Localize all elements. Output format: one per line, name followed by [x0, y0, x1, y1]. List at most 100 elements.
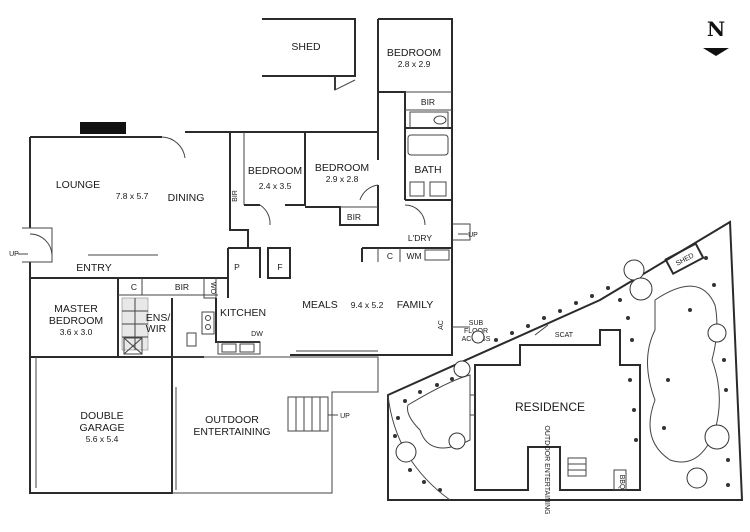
- fireplace: [80, 122, 126, 134]
- shrub: [634, 438, 638, 442]
- shrub: [393, 434, 397, 438]
- shrub: [438, 488, 442, 492]
- up-left-label: UP: [9, 251, 19, 258]
- fridge-box: [267, 247, 291, 279]
- tile-grid: [122, 298, 148, 350]
- shrub: [632, 408, 636, 412]
- tree-icon: [448, 432, 466, 450]
- shrub: [590, 294, 594, 298]
- residence-outline: [474, 329, 641, 491]
- shed-outline: [262, 18, 356, 90]
- bir-ne-label: BIR: [421, 97, 435, 107]
- outdoor-label-1: OUTDOOR: [205, 414, 259, 426]
- outdoor-outline: [172, 356, 379, 494]
- bbq-box: [613, 469, 627, 491]
- dw-label: DW: [251, 331, 263, 338]
- tree-icon: [707, 323, 727, 343]
- burner-icon-1: [205, 315, 211, 321]
- lounge-label: LOUNGE: [56, 179, 100, 191]
- c-wm-dividers: [377, 248, 401, 262]
- garden-bed-west: [407, 374, 471, 449]
- ens-east-wall: [171, 298, 204, 358]
- shrub: [606, 286, 610, 290]
- scat-label: SCAT: [555, 332, 574, 339]
- site-shed-label: SHED: [675, 252, 695, 267]
- wo-label: WO: [209, 282, 216, 295]
- bedroom-mid-size: 2.4 x 3.5: [259, 181, 292, 191]
- outdoor-label-2: ENTERTAINING: [193, 426, 270, 438]
- master-size: 3.6 x 3.0: [60, 327, 93, 337]
- shower-icon: [429, 181, 447, 197]
- site-steps: [567, 457, 587, 477]
- lounge-size: 7.8 x 5.7: [116, 191, 149, 201]
- shrub: [618, 298, 622, 302]
- shrub: [435, 383, 439, 387]
- kitchen-label: KITCHEN: [220, 307, 266, 319]
- north-arrow: N: [703, 17, 729, 56]
- bbq-label: BBQ: [618, 475, 625, 490]
- entry-label: ENTRY: [76, 262, 111, 274]
- laundry-wall: [361, 247, 452, 262]
- shrub: [526, 324, 530, 328]
- tree-icon: [453, 360, 471, 378]
- residence-label: RESIDENCE: [515, 400, 585, 414]
- shed-step: [334, 76, 356, 91]
- outdoor-entertaining-site-label: OUTDOOR ENTERTAINING: [543, 425, 550, 514]
- garage-label-1: DOUBLE: [80, 410, 123, 422]
- bedroom-right-size: 2.9 x 2.8: [326, 174, 359, 184]
- master-label-2: BEDROOM: [49, 315, 103, 327]
- shrub: [722, 358, 726, 362]
- subfloor-1: SUB: [469, 320, 484, 327]
- shrub: [494, 338, 498, 342]
- shrub: [510, 331, 514, 335]
- meals-walls: [290, 262, 453, 356]
- bedroom-mid-west-wall: [229, 132, 249, 248]
- bedroom-ne-label: BEDROOM: [387, 47, 441, 59]
- wo-box: [203, 278, 217, 299]
- residence-step: [470, 394, 475, 416]
- site-boundary: [387, 220, 744, 501]
- shower-master-icon: [123, 337, 143, 355]
- north-label: N: [707, 17, 725, 41]
- shrub: [724, 388, 728, 392]
- shrub: [418, 390, 422, 394]
- bedroom-mid-door: [259, 204, 271, 226]
- sink-bench-icon: [217, 341, 261, 355]
- entry-door: [29, 233, 53, 257]
- site-shed: SHED: [664, 242, 705, 276]
- garage-size: 5.6 x 5.4: [86, 434, 119, 444]
- shrub: [628, 378, 632, 382]
- bir-ne-lines: [405, 91, 452, 111]
- bir-right-label: BIR: [347, 212, 361, 222]
- cooktop-icon: [201, 311, 215, 335]
- bathtub-icon: [407, 134, 449, 156]
- outdoor-steps: [287, 396, 329, 432]
- garage-walls: [29, 357, 173, 494]
- site-step-lines: [568, 463, 586, 471]
- shrub: [403, 399, 407, 403]
- c-left-label: C: [131, 282, 137, 292]
- shrub: [630, 338, 634, 342]
- sink-right-icon: [239, 343, 255, 353]
- burner-icon-2: [205, 324, 211, 330]
- toilet-icon: [433, 115, 447, 125]
- bedroom-ne-size: 2.8 x 2.9: [398, 59, 431, 69]
- tub-icon: [424, 249, 450, 261]
- bath-label: BATH: [414, 164, 441, 176]
- house-plan: SHED BEDROOM 2.8 x 2.9 BIR LOUNGE 7.8 x …: [9, 18, 491, 494]
- family-label: FAMILY: [397, 299, 434, 311]
- shrub: [688, 308, 692, 312]
- dining-label: DINING: [168, 192, 205, 204]
- shed-label: SHED: [291, 41, 321, 53]
- meals-label: MEALS: [302, 299, 338, 311]
- shrub: [704, 256, 708, 260]
- shower-cross-icon: [123, 337, 143, 355]
- sink-left-icon: [221, 343, 237, 353]
- shrub: [422, 480, 426, 484]
- tree-icon: [704, 424, 730, 450]
- entry-steps: [22, 227, 53, 263]
- shrubs: [393, 256, 730, 492]
- tree-icon: [686, 467, 708, 489]
- up-outdoor-label: UP: [340, 413, 350, 420]
- site-plan: RESIDENCE OUTDOOR ENTERTAINING BBQ SCAT …: [387, 220, 744, 515]
